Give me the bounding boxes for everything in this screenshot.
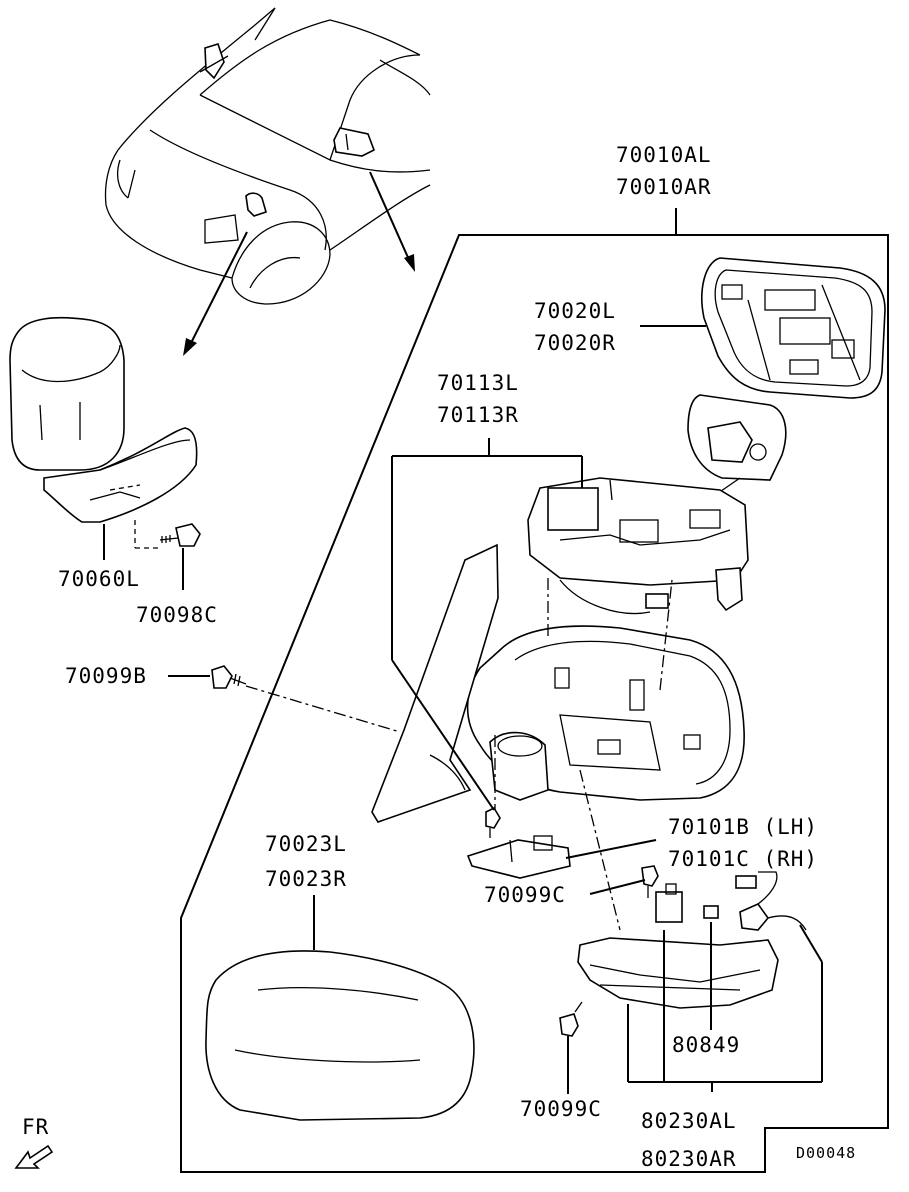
actuator-part [527, 477, 749, 615]
label-mirror-glass-l: 70020L [534, 299, 616, 323]
assembly-frame [180, 208, 889, 1173]
label-fender-mirror-screw: 70098C [136, 603, 218, 627]
vehicle-outline [104, 7, 431, 305]
label-lamp-r: 80230AR [641, 1147, 737, 1171]
label-bulb: 80849 [672, 1033, 740, 1057]
bolt-70099b-part [168, 665, 247, 689]
callout-arrows [183, 171, 415, 356]
label-mirror-assy-r: 70010AR [616, 175, 712, 199]
bracket-part [466, 806, 657, 879]
mirror-glass-part [701, 257, 886, 399]
label-fender-mirror: 70060L [58, 567, 140, 591]
label-diagram-code: D00048 [796, 1144, 856, 1162]
label-bracket-lh: 70101B (LH) [668, 815, 818, 839]
label-cover-l: 70023L [265, 832, 347, 856]
label-bolt-b: 70099B [65, 664, 147, 688]
turn-lamp-part [559, 865, 823, 1094]
label-leaders [391, 325, 706, 811]
label-screw-c-upper: 70099C [484, 883, 566, 907]
front-arrow-icon [14, 1144, 54, 1169]
mirror-cover-part [205, 895, 475, 1121]
label-actuator-r: 70113R [437, 403, 519, 427]
assembly-guide-lines [245, 578, 673, 931]
label-front-marker: FR [22, 1115, 49, 1139]
label-bracket-rh: 70101C (RH) [668, 847, 818, 871]
label-lamp-l: 80230AL [641, 1109, 737, 1133]
label-actuator-l: 70113L [437, 371, 519, 395]
mirror-housing-part [466, 625, 745, 801]
mirror-motor-part [687, 394, 787, 501]
label-screw-c-lower: 70099C [520, 1097, 602, 1121]
label-mirror-assy-l: 70010AL [616, 143, 712, 167]
mirror-base-part [371, 543, 499, 823]
label-mirror-glass-r: 70020R [534, 331, 616, 355]
fender-mirror-part [9, 316, 201, 590]
label-cover-r: 70023R [265, 867, 347, 891]
